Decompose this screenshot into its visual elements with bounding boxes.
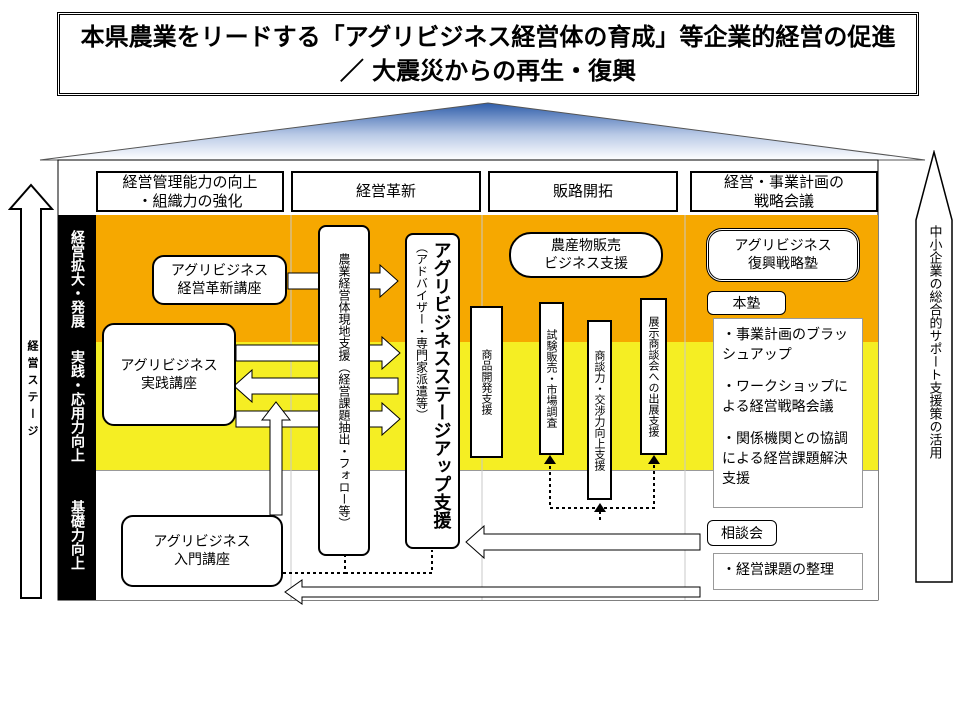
- stage-label-expansion: 経営拡大・発展: [58, 215, 96, 342]
- market-research-panel: 試験販売・市場調査: [539, 302, 564, 455]
- arrowhead-negotiation: [594, 503, 606, 512]
- arrow-bottom-return: [284, 579, 701, 605]
- stage-axis-label: 経営ステージ: [24, 340, 40, 470]
- consultation-tag: 相談会: [707, 520, 777, 546]
- honjuku-item-1: ・事業計画のブラッシュアップ: [722, 327, 848, 363]
- arrow-stepup-to-practice-1: [233, 368, 399, 404]
- negotiation-panel: 商談力・交渉力向上支援: [587, 320, 612, 500]
- innovation-course-box: アグリビジネス 経営革新講座: [152, 255, 287, 305]
- honjuku-item-2: ・ワークショップによる経営戦略会議: [722, 379, 848, 415]
- trade-show-panel: 展示商談会への出展支援: [640, 298, 667, 455]
- side-support-note: 中小企業の総合的サポート支援策の活用: [922, 225, 946, 525]
- column-header-management: 経営管理能力の向上 ・組織力の強化: [96, 171, 284, 212]
- market-research-text: 試験販売・市場調査: [545, 329, 558, 428]
- column-header-sales: 販路開拓: [488, 171, 678, 212]
- arrowhead-market: [544, 455, 556, 464]
- stage-label-basic: 基礎力向上: [58, 470, 96, 600]
- practice-course-box: アグリビジネス 実践講座: [102, 323, 236, 426]
- consultation-list: ・経営課題の整理: [713, 553, 863, 590]
- arrowhead-tradeshow: [648, 455, 660, 464]
- arrow-consult-to-stepup: [465, 524, 701, 560]
- title-box: 本県農業をリードする「アグリビジネス経営体の育成」等企業的経営の促進 ／ 大震災…: [57, 12, 919, 96]
- stepup-subtitle: （アドバイザー・専門家派遣等）: [414, 241, 429, 421]
- column-header-innovation: 経営革新: [291, 171, 481, 212]
- negotiation-text: 商談力・交渉力向上支援: [593, 349, 606, 471]
- stage-axis-label-text: 経営ステージ: [26, 340, 39, 442]
- consultation-item: ・経営課題の整理: [722, 562, 834, 578]
- dotted-sales-connect: [549, 460, 655, 509]
- stepup-support-panel: アグリビジネスステージアップ支援 （アドバイザー・専門家派遣等）: [405, 233, 460, 549]
- sales-support-box: 農産物販売 ビジネス支援: [509, 232, 663, 278]
- intro-course-box: アグリビジネス 入門講座: [121, 515, 283, 587]
- recovery-school-box: アグリビジネス 復興戦略塾: [706, 228, 860, 282]
- stage-axis-arrow: [8, 183, 54, 599]
- arrow-intro-to-practice: [260, 401, 292, 516]
- stage-label-practice-text: 実践・応用力向上: [69, 350, 85, 462]
- onsite-support-text: 農業経営体現地支援（経営課題抽出・フォロー等）: [337, 252, 351, 529]
- honjuku-tag: 本塾: [707, 291, 786, 315]
- trade-show-text: 展示商談会への出展支援: [647, 316, 660, 437]
- honjuku-item-3: ・関係機関との協調による経営課題解決支援: [722, 431, 848, 487]
- dotted-intro-to-onsite: [283, 556, 346, 574]
- product-dev-text: 商品開発支援: [480, 349, 493, 415]
- side-support-note-text: 中小企業の総合的サポート支援策の活用: [926, 225, 942, 459]
- stage-label-practice: 実践・応用力向上: [58, 342, 96, 470]
- product-dev-panel: 商品開発支援: [470, 306, 503, 458]
- stage-label-expansion-text: 経営拡大・発展: [69, 229, 85, 328]
- side-support-shape: [915, 150, 953, 583]
- stepup-title: アグリビジネスステージアップ支援: [430, 241, 452, 529]
- column-header-strategy: 経営・事業計画の 戦略会議: [690, 171, 878, 212]
- dotted-stepup-to-intro: [345, 550, 433, 574]
- honjuku-list: ・事業計画のブラッシュアップ ・ワークショップによる経営戦略会議 ・関係機関との…: [713, 318, 863, 508]
- title-line-1: 本県農業をリードする「アグリビジネス経営体の育成」等企業的経営の促進: [80, 23, 896, 51]
- onsite-support-panel: 農業経営体現地支援（経営課題抽出・フォロー等）: [318, 225, 370, 556]
- stage-label-basic-text: 基礎力向上: [69, 500, 85, 570]
- title-line-2: ／ 大震災からの再生・復興: [339, 57, 637, 85]
